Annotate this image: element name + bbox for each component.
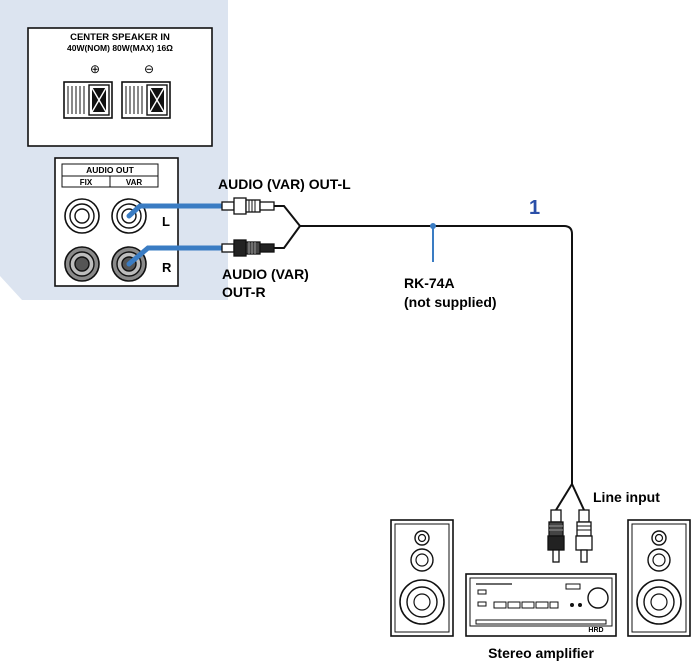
right-speaker xyxy=(627,519,691,637)
amp-plug-l xyxy=(547,509,565,563)
plug-r xyxy=(221,239,275,257)
fix-l-jack xyxy=(64,198,100,234)
minus-icon: ⊖ xyxy=(144,62,154,76)
center-speaker-terminal: CENTER SPEAKER IN 40W(NOM) 80W(MAX) 16Ω … xyxy=(27,27,213,147)
l-label: L xyxy=(162,214,170,229)
cable-upper-branch xyxy=(274,205,301,227)
highlight-line-l xyxy=(126,203,225,219)
var-label: VAR xyxy=(126,178,143,187)
negative-terminal xyxy=(121,81,171,119)
cable-split-left xyxy=(555,483,573,511)
cable-split-right xyxy=(571,483,585,511)
step-number: 1 xyxy=(529,197,540,219)
speaker-title: CENTER SPEAKER IN xyxy=(70,32,170,43)
out-r-label-line1: AUDIO (VAR) xyxy=(222,266,309,282)
cable-name: RK-74A xyxy=(404,275,455,291)
stereo-amplifier: HRD xyxy=(465,573,617,637)
cable-lower-branch xyxy=(274,225,301,249)
fix-r-jack xyxy=(64,246,100,282)
positive-terminal xyxy=(63,81,113,119)
out-l-label: AUDIO (VAR) OUT-L xyxy=(218,176,351,192)
plug-l xyxy=(221,197,275,215)
speaker-spec: 40W(NOM) 80W(MAX) 16Ω xyxy=(67,43,173,53)
amplifier-label: Stereo amplifier xyxy=(488,645,594,661)
line-input-label: Line input xyxy=(593,489,660,505)
out-r-label-line2: OUT-R xyxy=(222,284,266,300)
rk-74a-cable xyxy=(300,225,573,484)
fix-label: FIX xyxy=(80,178,93,187)
plus-icon: ⊕ xyxy=(90,62,100,76)
audio-out-title: AUDIO OUT xyxy=(86,165,135,175)
audio-out-jacks: AUDIO OUT FIX VAR L R xyxy=(54,157,179,287)
highlight-line-r xyxy=(126,245,225,267)
amp-badge: HRD xyxy=(588,627,603,634)
left-speaker xyxy=(390,519,454,637)
amp-plug-r xyxy=(575,509,593,563)
cable-note: (not supplied) xyxy=(404,294,497,310)
r-label: R xyxy=(162,260,172,275)
